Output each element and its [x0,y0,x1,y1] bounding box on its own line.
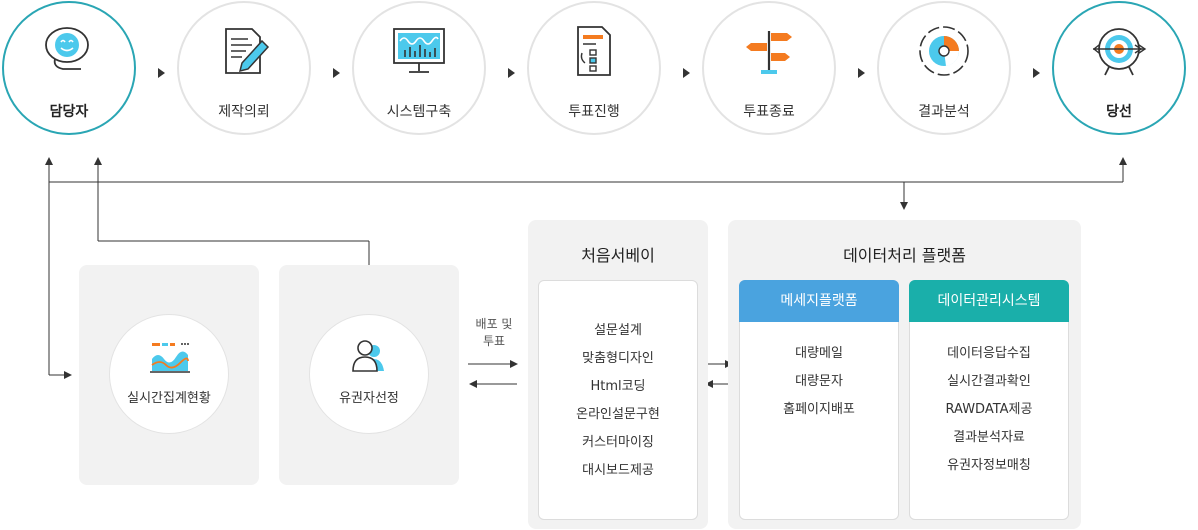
survey-card: 설문설계 맞춤형디자인 Html코딩 온라인설문구현 커스터마이징 대시보드제공 [538,280,698,520]
step-label: 당선 [1106,104,1132,120]
step-manager: 담당자 [2,1,136,135]
survey-panel: 처음서베이 설문설계 맞춤형디자인 Html코딩 온라인설문구현 커스터마이징 … [528,220,708,529]
users-icon [352,340,384,372]
survey-title: 처음서베이 [581,246,655,265]
flow-arrow [158,68,165,78]
realtime-label: 실시간집계현황 [127,391,211,406]
datamgmt-item: 실시간결과확인 [947,374,1031,389]
step-label: 투표진행 [568,104,620,120]
speech-bubble-smile-icon [45,27,89,70]
datamgmt-item: 결과분석자료 [953,430,1025,445]
deploy-label-line1: 배포 및 [475,317,513,331]
flow-arrow [683,68,690,78]
flow-arrow [333,68,340,78]
messaging-item: 대량문자 [795,374,843,389]
voter-node: 유권자선정 [309,314,429,434]
survey-item: 커스터마이징 [582,435,654,450]
realtime-panel: 실시간집계현황 [79,265,259,485]
flow-arrow [1033,68,1040,78]
step-voting: 투표진행 [527,1,661,135]
signpost-icon [746,31,792,74]
voter-label: 유권자선정 [339,391,399,406]
step-label: 결과분석 [918,104,970,120]
step-label: 제작의뢰 [218,104,270,120]
realtime-node: 실시간집계현황 [109,314,229,434]
checklist-icon [577,26,611,76]
step-request: 제작의뢰 [177,1,311,135]
voter-panel: 유권자선정 [279,265,459,485]
step-build: 시스템구축 [352,1,486,135]
flow-arrow [508,68,515,78]
deploy-label: 배포 및 투표 [470,316,518,350]
survey-item: 대시보드제공 [582,463,654,478]
platform-title: 데이터처리 플랫폼 [843,246,966,265]
survey-item: 맞춤형디자인 [582,351,654,366]
datamgmt-item: 유권자정보매칭 [947,458,1031,473]
platform-panel: 데이터처리 플랫폼 메세지플랫폼 대량메일 대량문자 홈페이지배포 데이터관리시… [728,220,1081,529]
dashboard-chart-icon [150,343,190,373]
datamgmt-title: 데이터관리시스템 [909,280,1069,322]
survey-list: 설문설계 맞춤형디자인 Html코딩 온라인설문구현 커스터마이징 대시보드제공 [539,317,697,485]
pie-analysis-icon [919,26,969,76]
messaging-card: 메세지플랫폼 대량메일 대량문자 홈페이지배포 [739,280,899,520]
survey-item: 설문설계 [594,323,642,338]
flow-arrow [858,68,865,78]
step-analysis: 결과분석 [877,1,1011,135]
messaging-title: 메세지플랫폼 [739,280,899,322]
datamgmt-item: 데이터응답수집 [947,346,1031,361]
target-arrow-icon [1092,28,1147,76]
datamgmt-list: 데이터응답수집 실시간결과확인 RAWDATA제공 결과분석자료 유권자정보매칭 [910,340,1068,480]
step-label: 시스템구축 [386,104,452,120]
messaging-list: 대량메일 대량문자 홈페이지배포 [740,340,898,424]
messaging-item: 대량메일 [795,346,843,361]
step-winner: 당선 [1052,1,1186,135]
step-label: 담당자 [49,104,89,120]
deploy-label-line2: 투표 [482,334,506,348]
survey-item: 온라인설문구현 [576,407,660,422]
survey-item: Html코딩 [590,379,646,394]
messaging-item: 홈페이지배포 [783,402,855,417]
step-label: 투표종료 [743,104,795,120]
datamgmt-card: 데이터관리시스템 데이터응답수집 실시간결과확인 RAWDATA제공 결과분석자… [909,280,1069,520]
step-voting-end: 투표종료 [702,1,836,135]
monitor-chart-icon [393,28,445,73]
datamgmt-item: RAWDATA제공 [945,402,1033,417]
document-pencil-icon [225,28,270,74]
